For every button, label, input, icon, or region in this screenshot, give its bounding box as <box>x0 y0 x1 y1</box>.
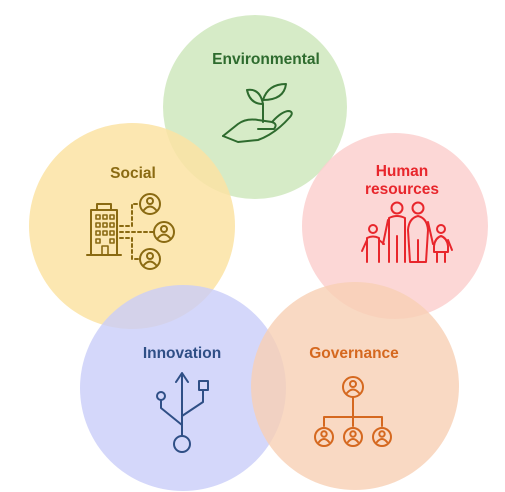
building-people-network-icon <box>86 193 175 270</box>
environmental-label: Environmental <box>212 51 320 68</box>
plant-in-hand-icon <box>222 83 293 143</box>
environmental-circle <box>163 15 347 199</box>
circles <box>29 15 488 491</box>
governance-label: Governance <box>309 345 399 362</box>
family-icon <box>361 201 453 263</box>
social-label: Social <box>110 165 156 182</box>
usb-symbol-icon <box>156 372 209 453</box>
innovation-label: Innovation <box>143 345 221 362</box>
org-chart-icon <box>314 376 392 447</box>
human-resources-label-line1: Human <box>376 163 429 180</box>
human-resources-label-line2: resources <box>365 181 439 198</box>
human-resources-circle <box>302 133 488 319</box>
